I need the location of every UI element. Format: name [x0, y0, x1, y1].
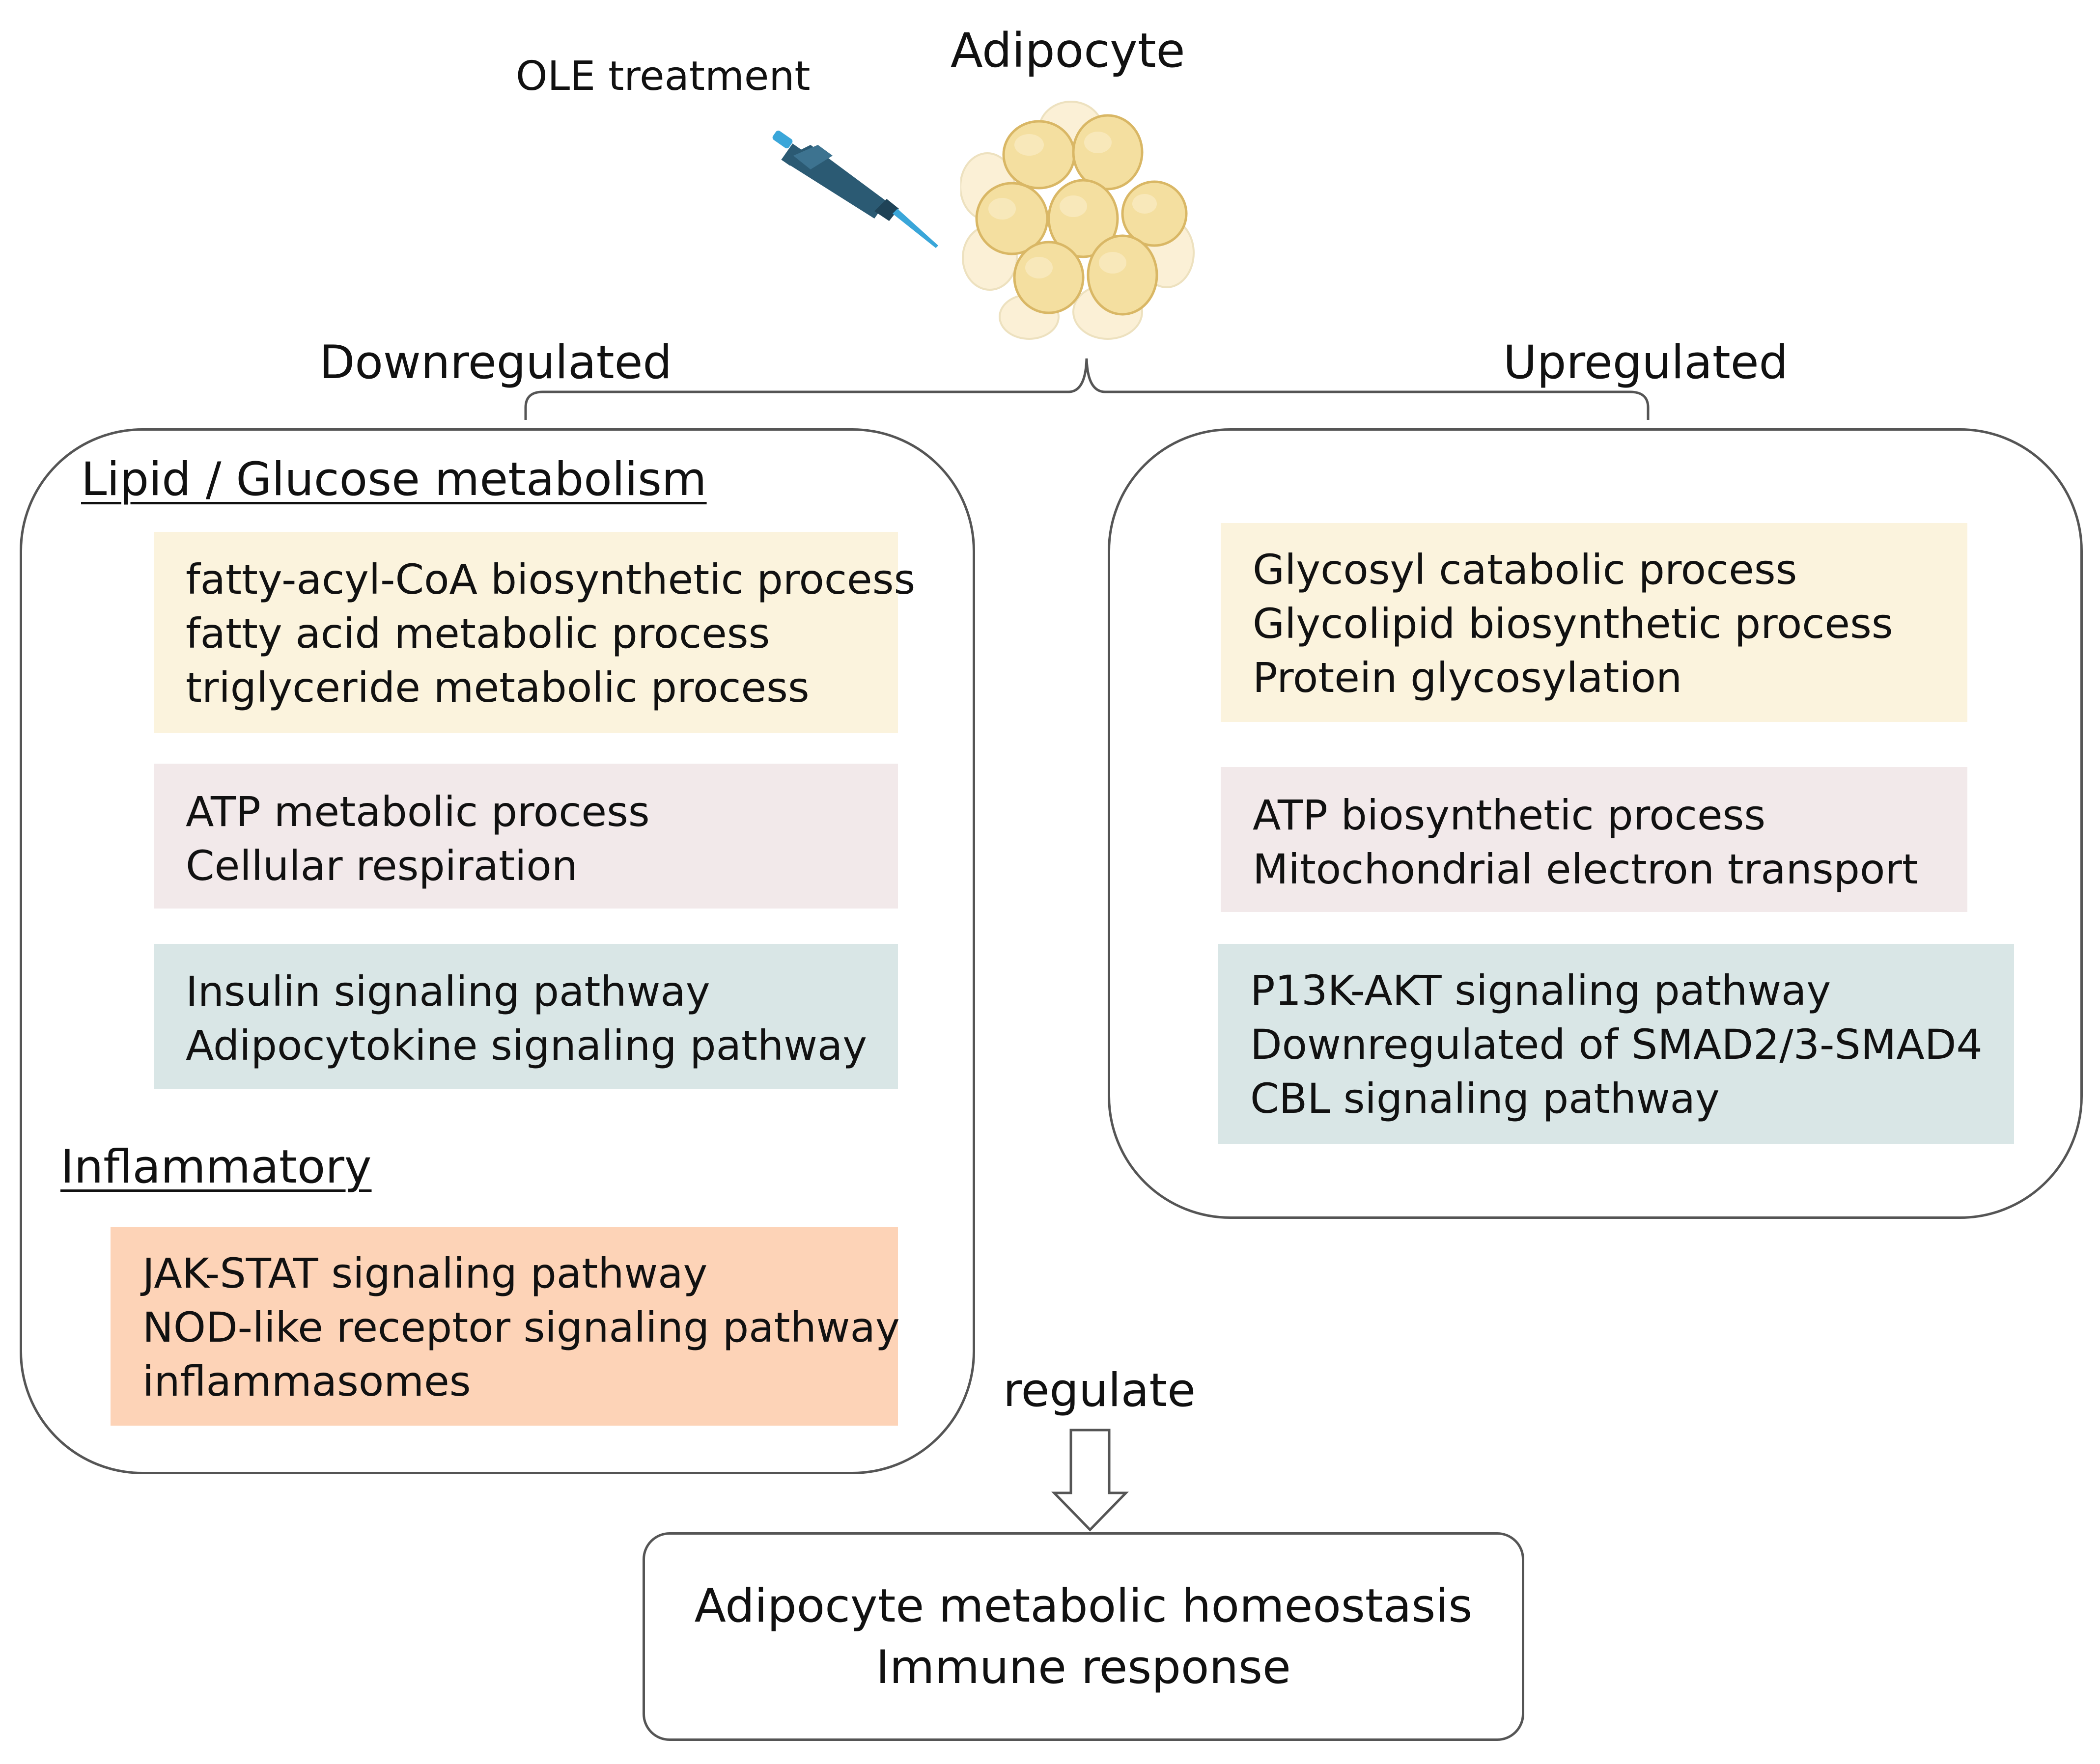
downregulated-label: Downregulated — [319, 336, 672, 389]
down-energy-item: Cellular respiration — [186, 842, 578, 890]
up-glyco-box: Glycosyl catabolic process Glycolipid bi… — [1221, 523, 1967, 722]
down-inflammatory-item: NOD-like receptor signaling pathway — [142, 1303, 900, 1351]
down-signaling-item: Insulin signaling pathway — [186, 967, 710, 1016]
regulate-label: regulate — [1003, 1364, 1196, 1417]
up-energy-box: ATP biosynthetic process Mitochondrial e… — [1221, 767, 1967, 912]
down-energy-item: ATP metabolic process — [186, 788, 650, 836]
up-signaling-box: P13K-AKT signaling pathway Downregulated… — [1218, 944, 2014, 1144]
down-inflammatory-item: JAK-STAT signaling pathway — [142, 1249, 708, 1297]
up-glyco-item: Protein glycosylation — [1253, 654, 1682, 702]
up-signaling-item: CBL signaling pathway — [1250, 1075, 1720, 1123]
adipocyte-label: Adipocyte — [951, 23, 1185, 78]
up-signaling-item: Downregulated of SMAD2/3-SMAD4 — [1250, 1020, 1983, 1069]
down-lipid-item: triglyceride metabolic process — [186, 663, 810, 712]
down-lipid-box: fatty-acyl-CoA biosynthetic process fatt… — [154, 532, 916, 733]
pipette-icon — [772, 130, 938, 248]
branch-brace — [524, 358, 1650, 420]
up-glyco-item: Glycolipid biosynthetic process — [1253, 600, 1893, 648]
outcome-box: Adipocyte metabolic homeostasis Immune r… — [643, 1532, 1524, 1741]
up-energy-item: ATP biosynthetic process — [1253, 791, 1766, 839]
regulate-arrow — [1051, 1429, 1129, 1532]
adipocyte-cluster-icon — [960, 101, 1195, 340]
up-glyco-item: Glycosyl catabolic process — [1253, 546, 1797, 594]
upregulated-label: Upregulated — [1503, 336, 1789, 389]
outcome-item: Adipocyte metabolic homeostasis — [694, 1579, 1473, 1633]
inflammatory-heading: Inflammatory — [60, 1140, 372, 1194]
down-signaling-item: Adipocytokine signaling pathway — [186, 1021, 868, 1070]
down-inflammatory-box: JAK-STAT signaling pathway NOD-like rece… — [111, 1227, 900, 1426]
up-energy-item: Mitochondrial electron transport — [1253, 845, 1918, 893]
down-lipid-item: fatty-acyl-CoA biosynthetic process — [186, 555, 916, 604]
down-inflammatory-item: inflammasomes — [142, 1357, 471, 1406]
down-lipid-item: fatty acid metabolic process — [186, 609, 770, 658]
outcome-item: Immune response — [876, 1640, 1291, 1694]
up-signaling-item: P13K-AKT signaling pathway — [1250, 966, 1831, 1015]
lipid-glucose-heading: Lipid / Glucose metabolism — [81, 453, 707, 506]
ole-treatment-label: OLE treatment — [516, 53, 811, 100]
down-energy-box: ATP metabolic process Cellular respirati… — [154, 764, 898, 909]
down-signaling-box: Insulin signaling pathway Adipocytokine … — [154, 944, 898, 1089]
